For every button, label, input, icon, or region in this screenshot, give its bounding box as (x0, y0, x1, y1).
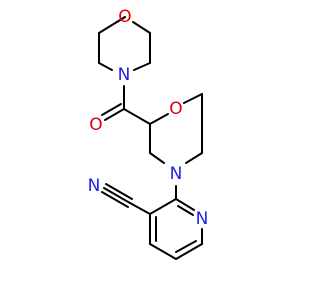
atom-nitrogen-nitrile: N (88, 176, 101, 196)
bond-c3-nitrile-c (129, 202, 151, 215)
nitrile-group (101, 183, 151, 215)
bond-py-c3-c2 (149, 198, 177, 215)
bond-py-c2-n1 (175, 198, 195, 211)
atom-oxygen-carbonyl: O (89, 115, 102, 135)
bond-n1-c3 (133, 62, 151, 71)
bond-carbonyl-c-ring-c (123, 108, 151, 125)
bond-carbonyl-c-o-a (104, 108, 125, 121)
atom-nitrogen-pyridine: N (196, 209, 209, 229)
atom-oxygen-middle: O (169, 99, 182, 119)
molecule-structure: O N O O N N N (88, 7, 209, 260)
atom-nitrogen-top: N (118, 65, 131, 85)
atom-nitrogen-middle: N (170, 164, 183, 184)
top-morpholine-ring (98, 16, 151, 71)
bond-c2m-o (149, 113, 169, 125)
bond-nitrile-triple-3 (101, 191, 129, 208)
bond-o1-c1b (98, 16, 126, 34)
bond-n-c5m (149, 152, 165, 164)
bond-py-c6-c5-inner (175, 240, 197, 253)
pyridine-ring (149, 198, 203, 260)
atom-oxygen-top: O (118, 7, 131, 27)
bond-nitrile-triple-1 (103, 187, 131, 204)
bond-c4-o1 (132, 21, 151, 34)
bond-nitrile-triple-2 (105, 183, 133, 200)
bond-py-c5-c4 (149, 243, 177, 260)
bond-py-c2-n1-inner (177, 205, 194, 216)
middle-morpholine-ring (149, 93, 203, 164)
bond-c4m-n (185, 152, 203, 164)
bond-carbonyl-c-o-b (101, 103, 122, 116)
bond-py-c6-c5 (175, 243, 203, 260)
bond-c2-n1 (98, 62, 113, 71)
carbonyl-linker (101, 85, 151, 125)
bond-o-c3m (183, 93, 203, 104)
